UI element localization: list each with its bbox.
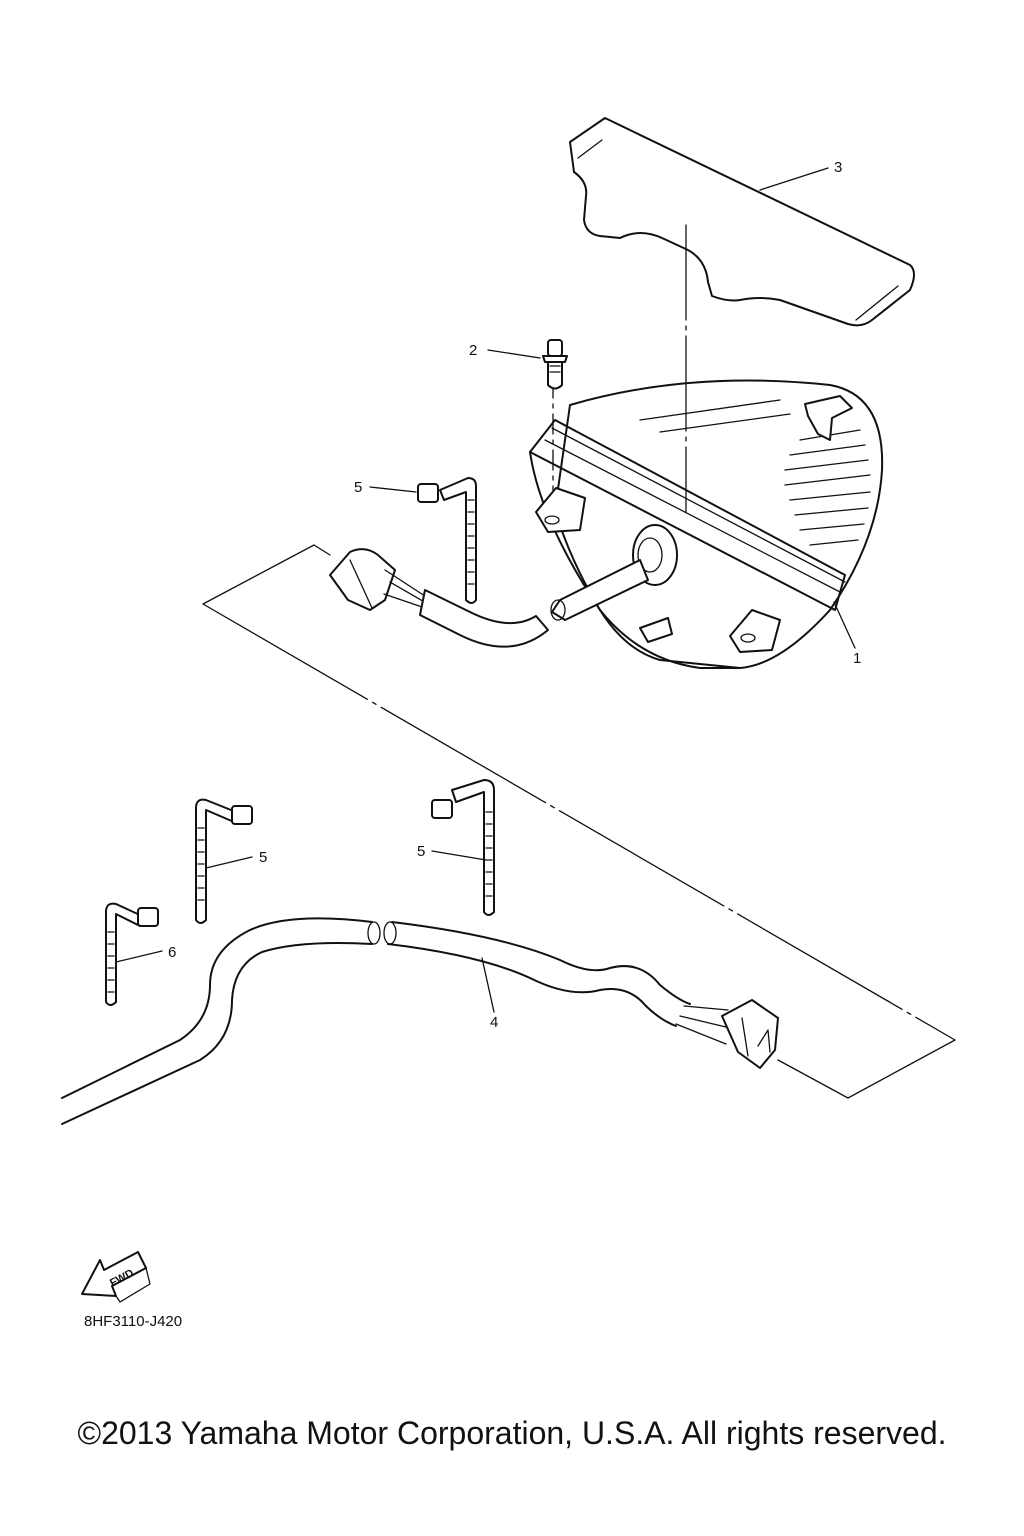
part-2-fastener [542,339,568,390]
callout-5-top: 5 [354,479,362,496]
callout-3: 3 [834,159,842,176]
leader-4 [481,957,495,1013]
leader-5-left [205,856,253,869]
leader-3 [759,167,829,191]
callout-6: 6 [168,944,176,961]
drawing-code: 8HF3110-J420 [84,1313,182,1330]
copyright-notice: ©2013 Yamaha Motor Corporation, U.S.A. A… [77,1415,947,1451]
alignment-lines [552,224,687,513]
part-1-tail-light [529,379,884,669]
leader-6 [115,950,163,963]
fwd-arrow-icon: FWD [81,1251,151,1303]
leader-2 [487,349,541,359]
part-5-band-right [431,779,495,916]
leader-5-top [369,486,417,493]
callout-5-left: 5 [259,849,267,866]
plane-outline [202,544,956,1099]
leader-5-right [431,850,487,861]
part-4-wire-harness [61,917,779,1125]
callout-4: 4 [490,1014,498,1031]
callout-1: 1 [853,650,861,667]
part-5-band-top [417,477,477,604]
part-5-band-left [195,798,253,924]
callout-5-right: 5 [417,843,425,860]
callout-2: 2 [469,342,477,359]
part-6-band [105,902,159,1006]
part-3-lens-cover [569,117,915,327]
upper-harness-connector [329,548,549,648]
leader-1 [833,601,856,649]
